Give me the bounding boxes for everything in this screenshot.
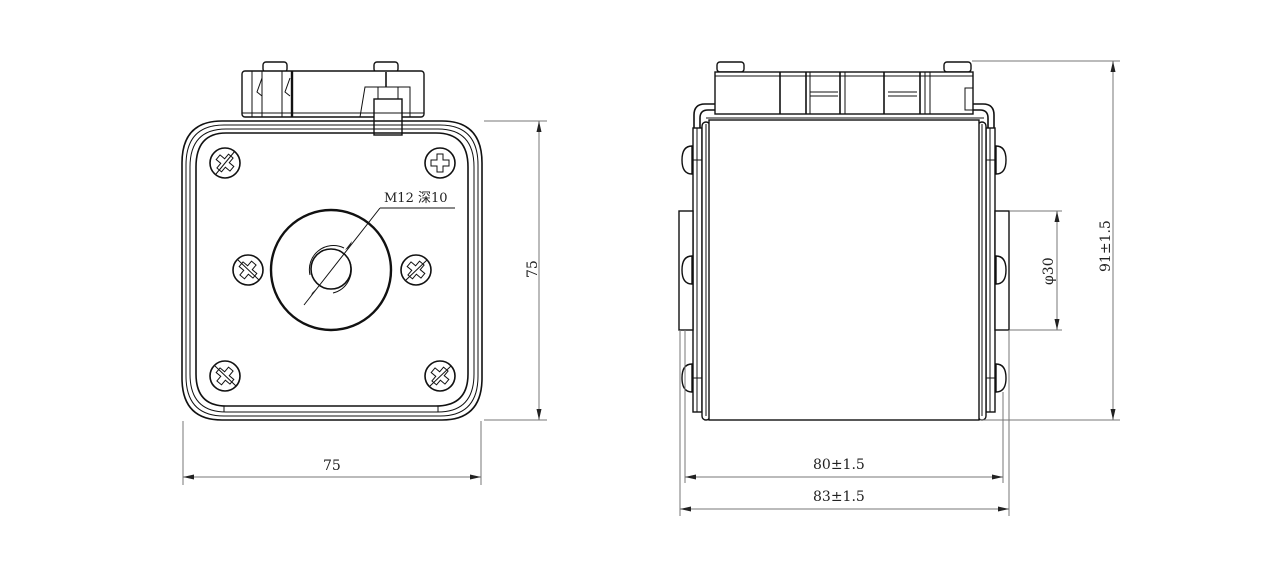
thread-label: M12 深10 <box>384 191 448 206</box>
side-contact-diameter-value: φ30 <box>1041 257 1057 285</box>
front-width-dimension <box>182 421 482 485</box>
front-top-connector <box>241 61 425 136</box>
side-contact-diameter-dimension <box>1010 210 1062 331</box>
screw-icon <box>209 360 241 392</box>
screw-icon <box>232 254 264 286</box>
side-view: 80±1.5 83±1.5 φ30 91±1.5 <box>678 60 1120 516</box>
side-overall-length-dimension <box>679 330 1010 516</box>
side-top-connector <box>706 61 984 119</box>
side-overall-height-dimension <box>972 60 1120 421</box>
side-body-length-dimension <box>684 330 1004 483</box>
front-contact <box>269 207 455 332</box>
side-overall-length-value: 83±1.5 <box>813 489 865 505</box>
front-body <box>181 120 483 421</box>
screw-icon <box>400 254 432 286</box>
side-overall-height-value: 91±1.5 <box>1098 220 1114 272</box>
screw-icon <box>424 147 456 179</box>
front-screws <box>209 147 456 392</box>
front-view: M12 深10 75 75 <box>181 61 547 485</box>
side-body <box>701 119 987 421</box>
front-height-dimension <box>484 120 547 421</box>
side-body-length-value: 80±1.5 <box>813 457 865 473</box>
front-width-value: 75 <box>323 458 341 474</box>
screw-icon <box>209 147 241 179</box>
front-height-value: 75 <box>525 260 541 278</box>
screw-icon <box>424 360 456 392</box>
